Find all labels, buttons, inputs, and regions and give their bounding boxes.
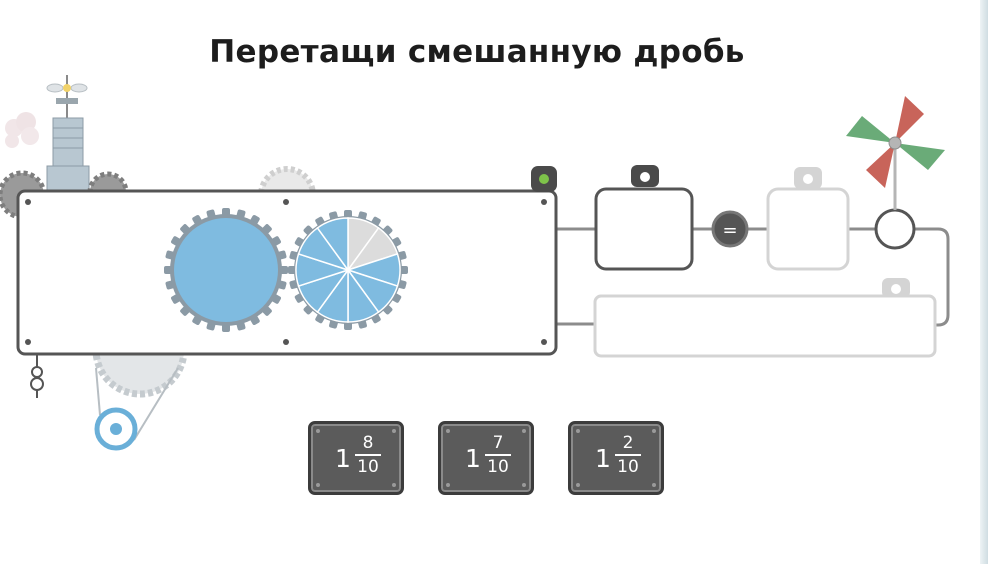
tile-fraction: 2 10 [613,433,643,477]
window-edge [980,0,988,564]
connector-node [874,208,916,250]
answer-slot[interactable] [594,165,694,271]
tile-numerator: 8 [362,433,374,453]
page-title: Перетащи смешанную дробь [209,34,745,70]
status-light-icon [531,166,557,192]
result-slot [766,167,850,271]
belt-pulley-icon [94,367,179,451]
fraction-slice [316,217,349,273]
connector-pipes [556,227,950,327]
tile-numerator: 7 [492,433,504,453]
long-result-slot [593,278,937,358]
tile-fraction: 8 10 [353,433,383,477]
tile-numerator: 2 [622,433,634,453]
answer-tile-3[interactable]: 1 2 10 [568,421,664,495]
cloud-puff-icon [5,112,39,148]
tile-whole-number: 1 [595,444,611,473]
tile-denominator: 10 [617,457,639,477]
tile-whole-number: 1 [465,444,481,473]
fraction-gear-whole [164,208,288,332]
weather-vane-icon [46,75,88,118]
equals-sign: = [722,220,737,241]
tile-denominator: 10 [487,457,509,477]
fraction-gear-partial [288,210,408,330]
hanging-weight-icon [30,355,44,398]
equals-badge: = [711,210,749,248]
answer-tile-2[interactable]: 1 7 10 [438,421,534,495]
tile-fraction: 7 10 [483,433,513,477]
panel-screw-icon [25,199,547,345]
tile-denominator: 10 [357,457,379,477]
spring-coil-icon [46,117,90,191]
tile-whole-number: 1 [335,444,351,473]
pinwheel-icon [846,96,945,210]
answer-tile-1[interactable]: 1 8 10 [308,421,404,495]
